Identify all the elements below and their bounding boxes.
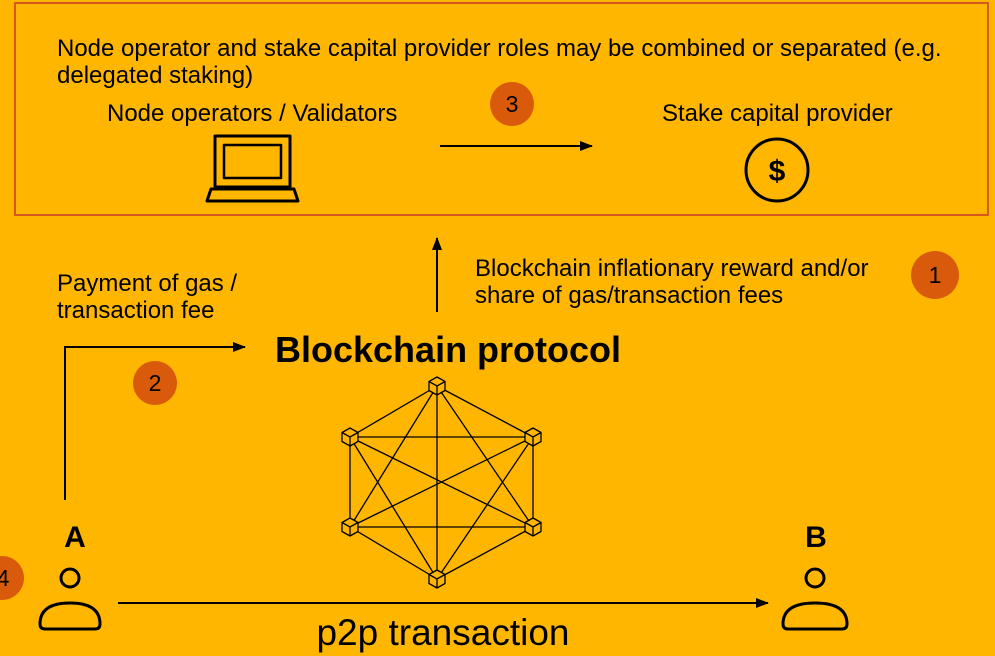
cube-icon [341, 517, 359, 537]
roles-note-line-1: Node operator and stake capital provider… [57, 35, 942, 62]
step-1-number: 1 [929, 262, 942, 288]
reward-label-line-2: share of gas/transaction fees [475, 282, 783, 309]
step-3-number: 3 [506, 91, 519, 117]
network-edge [349, 385, 438, 438]
cube-icon [524, 517, 542, 537]
node-operators-label: Node operators / Validators [107, 100, 397, 127]
network-edge [349, 436, 534, 528]
party-b-user-icon [781, 567, 849, 631]
roles-note-line-2: delegated staking) [57, 62, 253, 89]
network-edge [349, 385, 438, 528]
dollar-circle-icon: $ [744, 137, 810, 203]
step-4-number: 4 [0, 565, 10, 591]
step-1-badge-circle [911, 251, 959, 299]
step-2-number: 2 [149, 370, 162, 396]
cube-icon [428, 376, 446, 396]
reward-label-line-1: Blockchain inflationary reward and/or [475, 255, 869, 282]
roles-box: Node operator and stake capital provider… [14, 2, 989, 216]
party-b-label: B [805, 521, 827, 554]
cube-icon [524, 427, 542, 447]
party-a-label: A [64, 521, 86, 554]
laptop-icon [205, 134, 300, 203]
step-4-badge: 4 [0, 556, 24, 600]
blockchain-network [341, 376, 542, 589]
payment-arrow [64, 342, 246, 500]
step-1-badge: 1 [911, 251, 959, 299]
step-3-badge-circle [490, 82, 534, 126]
p2p-transaction-label: p2p transaction [316, 612, 569, 653]
network-edge [349, 436, 438, 580]
payment-label-line-2: transaction fee [57, 297, 214, 324]
step-2-badge-circle [133, 361, 177, 405]
network-edge [436, 526, 534, 580]
network-edge [436, 385, 534, 528]
network-nodes [341, 376, 542, 589]
stake-provider-label: Stake capital provider [662, 100, 893, 127]
roles-box-border [14, 2, 989, 216]
protocol-title: Blockchain protocol [275, 329, 621, 370]
cube-icon [341, 427, 359, 447]
step-3-badge: 3 [490, 82, 534, 126]
party-a-user-icon [38, 567, 102, 631]
cube-icon [428, 569, 446, 589]
step-4-badge-circle [0, 556, 24, 600]
dollar-symbol: $ [769, 155, 786, 188]
network-edge [349, 526, 438, 580]
network-edge [436, 436, 534, 580]
network-edges [349, 385, 534, 580]
network-edge [436, 385, 534, 438]
payment-label-line-1: Payment of gas / [57, 270, 237, 297]
step-2-badge: 2 [133, 361, 177, 405]
